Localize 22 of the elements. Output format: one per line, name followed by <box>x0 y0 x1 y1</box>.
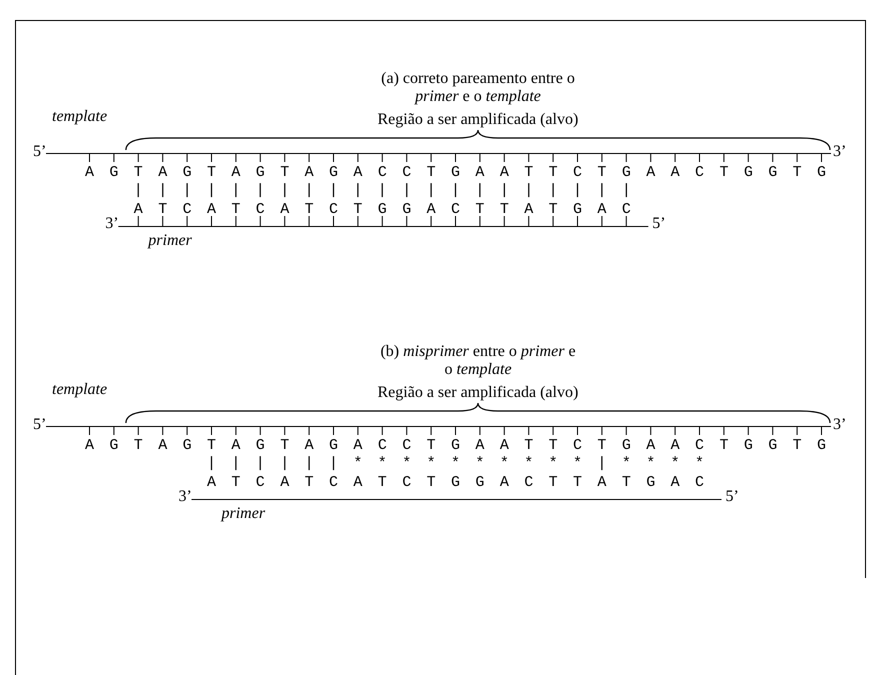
strand-label: primer <box>222 505 266 523</box>
strand-end-label: 5’ <box>33 143 46 161</box>
dna-sequence: ATCATCATCTGGACTTATGAC <box>134 201 631 219</box>
panel-heading: (a) correto pareamento entre o primer e o template <box>380 70 576 106</box>
pairing-marks: ||||||**********|**** <box>207 455 704 473</box>
strand-end-label: 5’ <box>726 488 739 506</box>
region-label: Região a ser amplificada (alvo) <box>378 111 578 129</box>
dna-sequence: AGTAGTAGTAGACCTGAATTCTGAACTGGTG <box>85 164 826 182</box>
strand-label: template <box>52 381 108 399</box>
strand-end-label: 3’ <box>833 143 846 161</box>
dna-sequence: ATCATCATCTGGACTTATGAC <box>207 474 704 492</box>
strand-label: template <box>52 108 108 126</box>
strand-end-label: 5’ <box>652 215 666 233</box>
panel-heading: (b) misprimer entre o primer e o template <box>379 343 577 379</box>
region-label: Região a ser amplificada (alvo) <box>378 384 578 402</box>
strand-end-label: 3’ <box>178 488 192 506</box>
strand-end-label: 3’ <box>833 416 846 434</box>
pairing-marks: ||||||||||||||||||||| <box>134 182 631 200</box>
strand-end-label: 5’ <box>33 416 46 434</box>
strand-label: primer <box>148 232 192 250</box>
dna-sequence: AGTAGTAGTAGACCTGAATTCTGAACTGGTG <box>85 437 826 455</box>
strand-end-label: 3’ <box>105 215 119 233</box>
